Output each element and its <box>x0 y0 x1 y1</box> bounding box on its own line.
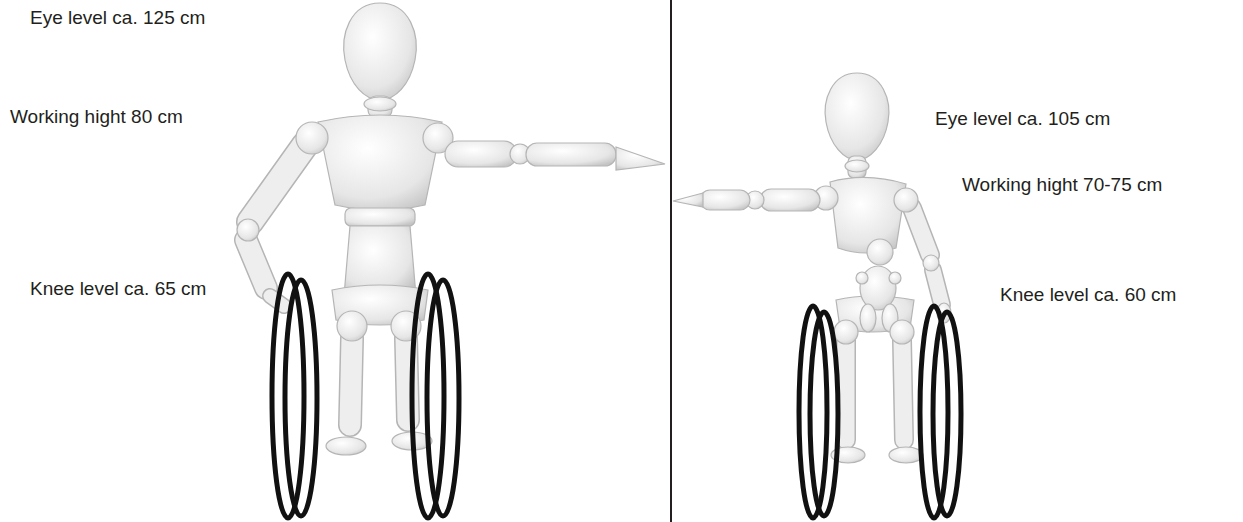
chest <box>318 115 442 210</box>
forearm <box>246 240 266 288</box>
dimension-label: Eye level ca. 105 cm <box>935 108 1110 131</box>
shin <box>406 338 408 420</box>
foot <box>326 437 366 455</box>
dimension-label: Working hight 80 cm <box>10 106 183 129</box>
wheel <box>810 312 838 516</box>
upper-arm <box>445 141 517 167</box>
shin <box>902 340 904 440</box>
shin <box>406 338 408 420</box>
waist-joint <box>345 208 415 226</box>
foot <box>889 447 923 463</box>
shoulder-joint <box>894 188 918 212</box>
forearm <box>246 240 266 288</box>
forearm <box>933 270 942 305</box>
upper-arm <box>250 145 305 222</box>
dimension-label: Working hight 70-75 cm <box>962 174 1162 197</box>
knee-joint <box>834 320 858 344</box>
knee-joint <box>890 320 914 344</box>
hand <box>616 147 665 170</box>
wheel <box>427 280 459 516</box>
dimension-label: Knee level ca. 65 cm <box>30 278 206 301</box>
dimension-label: Eye level ca. 125 cm <box>30 7 205 30</box>
shin <box>350 338 352 425</box>
wheelchair-wheels <box>272 274 459 518</box>
divider-line <box>670 0 672 522</box>
neck-joint <box>364 97 396 111</box>
knee-joint <box>337 311 367 341</box>
forearm <box>700 190 750 210</box>
child-leg <box>860 304 876 332</box>
upper-arm <box>912 208 930 255</box>
upper-arm <box>250 145 305 222</box>
chest <box>830 177 906 253</box>
adult-mannequin <box>237 3 665 455</box>
wheelchair-wheels <box>799 306 961 518</box>
child-joint <box>889 272 901 284</box>
hand <box>673 193 703 207</box>
wheel <box>933 312 961 516</box>
shin <box>350 338 352 425</box>
child-mannequin <box>856 239 901 332</box>
shin <box>902 340 904 440</box>
neck-joint <box>845 160 869 172</box>
dimension-label: Knee level ca. 60 cm <box>1000 284 1176 307</box>
head <box>825 73 889 160</box>
elbow-joint <box>237 219 259 241</box>
shoulder-joint <box>296 122 328 154</box>
child-head <box>867 239 893 265</box>
child-joint <box>856 272 868 284</box>
wheel <box>285 280 317 516</box>
forearm <box>526 143 616 166</box>
upper-arm <box>912 208 930 255</box>
upper-arm <box>760 189 820 211</box>
elbow-joint <box>923 255 939 271</box>
head <box>344 3 416 100</box>
forearm <box>933 270 942 305</box>
